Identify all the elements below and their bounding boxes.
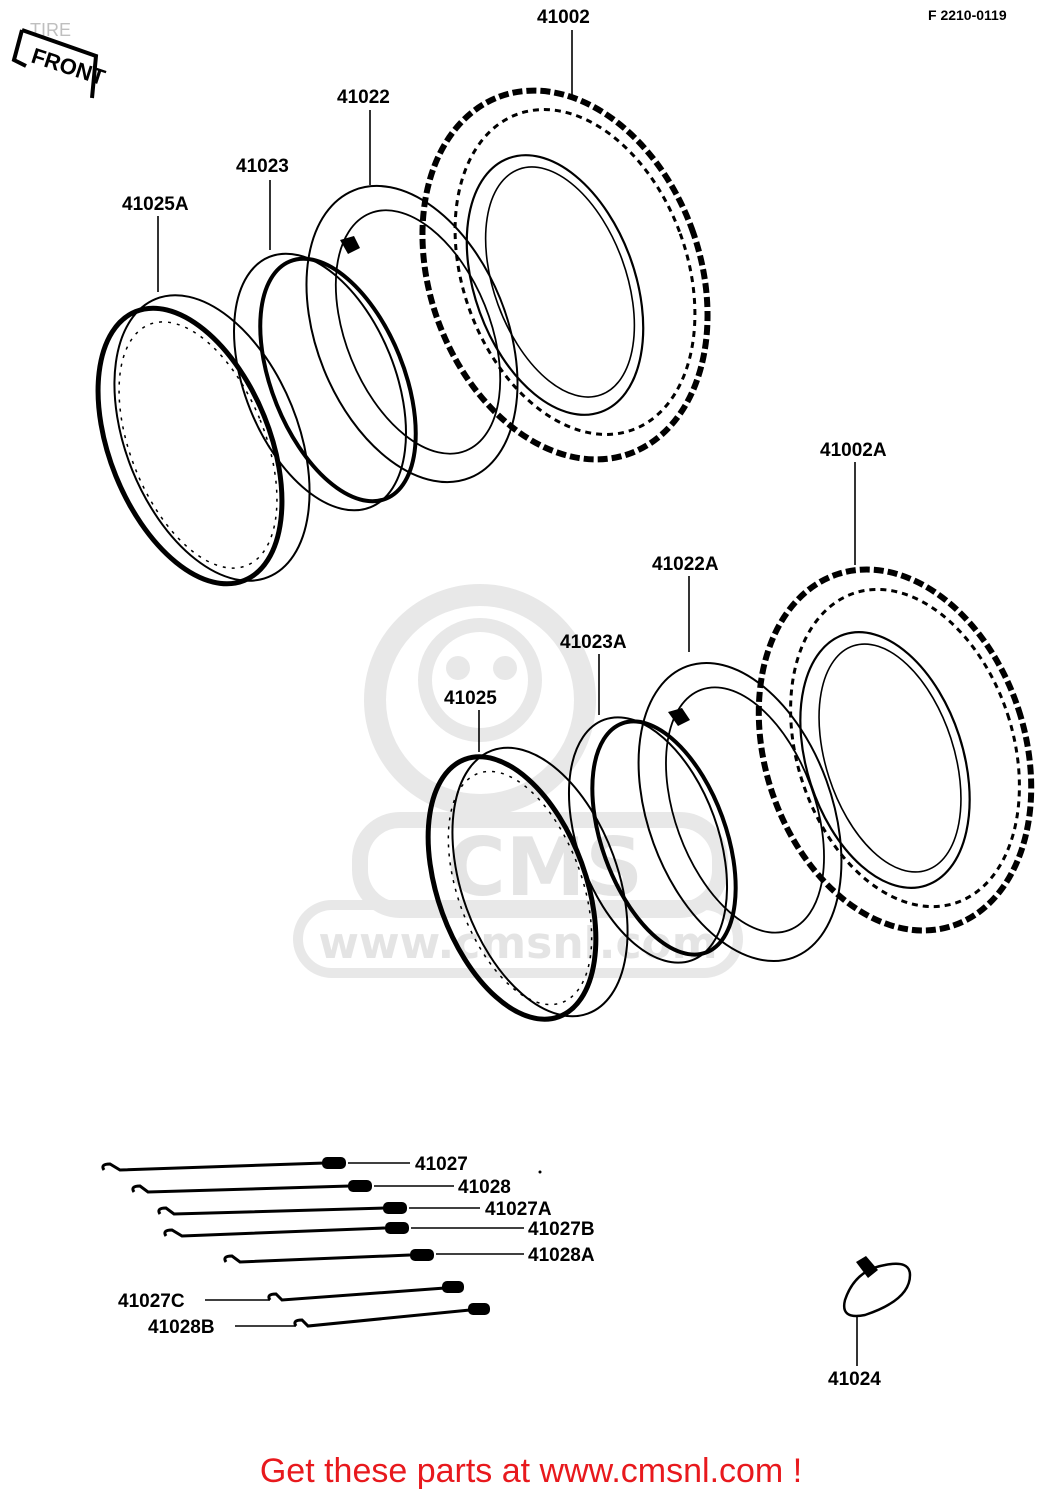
tube-41022A (637, 661, 843, 963)
tire-41002 (419, 87, 711, 463)
part-41024 (842, 1256, 912, 1366)
rim-41025A (95, 294, 311, 587)
callout-41002A: 41002A (820, 440, 887, 461)
spoke-41027A (157, 1202, 480, 1216)
spoke-41028 (131, 1180, 454, 1194)
callout-41028: 41028 (458, 1177, 511, 1198)
spoke-41028B (235, 1303, 490, 1328)
leader-lines (157, 30, 856, 752)
footer-link[interactable]: Get these parts at www.cmsnl.com ! (259, 1452, 803, 1490)
callout-41027B: 41027B (528, 1219, 595, 1240)
watermark-url: www.cmsnl.com (318, 918, 717, 969)
callout-41027A: 41027A (485, 1199, 552, 1220)
callout-41028B: 41028B (148, 1317, 215, 1338)
spokes (101, 1157, 524, 1328)
callout-41027: 41027 (415, 1154, 468, 1175)
callout-41022: 41022 (337, 87, 390, 108)
spoke-41027 (101, 1157, 410, 1172)
cms-watermark: CMS www.cmsnl.com (293, 584, 743, 978)
callout-41023A: 41023A (560, 632, 627, 653)
callout-41002: 41002 (537, 7, 590, 28)
spoke-41028A (223, 1249, 524, 1264)
spoke-41027B (163, 1222, 524, 1238)
diagram-code: F 2210-0119 (928, 7, 1007, 23)
callout-41028A: 41028A (528, 1245, 595, 1266)
callout-41023: 41023 (236, 156, 289, 177)
rim-band-41023A (567, 716, 738, 964)
callout-41024: 41024 (828, 1369, 881, 1390)
callout-41022A: 41022A (652, 554, 719, 575)
callout-41025A: 41025A (122, 194, 189, 215)
tire-41002A (755, 566, 1035, 934)
rim-band-41023 (233, 252, 418, 512)
spoke-41027C (205, 1281, 464, 1302)
callout-41027C: 41027C (118, 1291, 185, 1312)
callout-41025: 41025 (444, 688, 497, 709)
tube-41022 (305, 184, 519, 484)
